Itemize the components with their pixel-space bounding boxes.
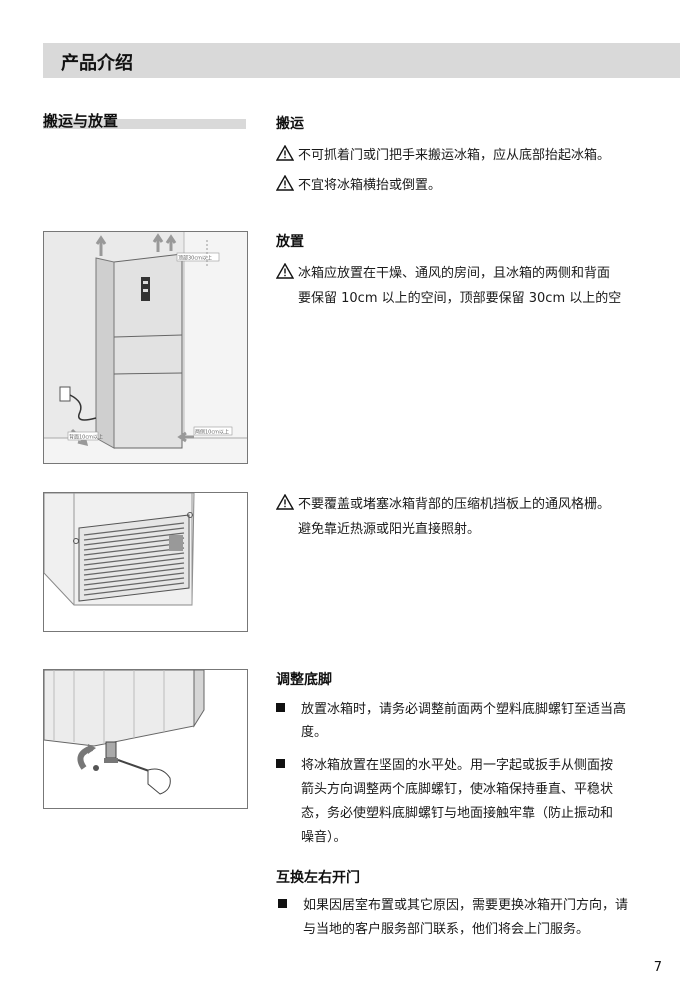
side-heading: 搬运与放置 [43, 110, 118, 131]
feet-bullet-2-line-3: 态，务必使塑料底脚螺钉与地面接触牢靠（防止振动和 [301, 806, 614, 821]
warning-triangle-icon [276, 494, 294, 510]
feet-bullet-2-line-1: 将冰箱放置在坚固的水平处。用一字起或扳手从侧面按 [276, 753, 613, 778]
page-title: 产品介绍 [61, 53, 133, 74]
side-heading-text: 搬运与放置 [43, 112, 119, 130]
feet-bullet-1-line-1: 放置冰箱时，请务必调整前面两个塑料底脚螺钉至适当高 [276, 697, 626, 722]
square-bullet-icon [278, 899, 287, 908]
door-bullet-1-text: 如果因居室布置或其它原因，需要更换冰箱开门方向，请 [303, 898, 629, 913]
placement-heading: 放置 [276, 234, 304, 250]
feet-bullet-2-line-4: 噪音）。 [301, 830, 347, 845]
ventilation-warning-text-1: 不要覆盖或堵塞冰箱背部的压缩机挡板上的通风格栅。 [298, 497, 611, 512]
transport-warning-2: 不宜将冰箱横抬或倒置。 [276, 173, 441, 198]
side-clearance-label: 两侧10cm以上 [195, 429, 229, 436]
feet-bullet-1-text: 放置冰箱时，请务必调整前面两个塑料底脚螺钉至适当高 [301, 702, 627, 717]
warning-triangle-icon [276, 263, 294, 279]
ventilation-warning-line-1: 不要覆盖或堵塞冰箱背部的压缩机挡板上的通风格栅。 [276, 492, 610, 517]
door-bullet-1-line-1: 如果因居室布置或其它原因，需要更换冰箱开门方向，请 [278, 893, 628, 918]
back-grille-figure [43, 492, 248, 632]
side-heading-underline [43, 119, 246, 129]
placement-warning-text-1: 冰箱应放置在干燥、通风的房间，且冰箱的两侧和背面 [298, 266, 611, 281]
door-bullet-1-line-2: 与当地的客户服务部门联系，他们将会上门服务。 [303, 922, 590, 937]
transport-heading: 搬运 [276, 116, 304, 132]
placement-warning-line-1: 冰箱应放置在干燥、通风的房间，且冰箱的两侧和背面 [276, 261, 610, 286]
ventilation-warning-line-2: 避免靠近热源或阳光直接照射。 [298, 522, 481, 537]
back-clearance-label: 背面10cm以上 [69, 434, 103, 441]
warning-triangle-icon [276, 145, 294, 161]
transport-warning-1: 不可抓着门或门把手来搬运冰箱，应从底部抬起冰箱。 [276, 143, 610, 168]
square-bullet-icon [276, 759, 285, 768]
top-clearance-label: 顶部30cm以上 [178, 255, 212, 262]
feet-bullet-2-line-2: 箭头方向调整两个底脚螺钉，使冰箱保持垂直、平稳状 [301, 782, 614, 797]
fridge-placement-figure: 顶部30cm以上 两侧10cm以上 背面10cm以上 [43, 231, 248, 464]
feet-heading: 调整底脚 [276, 672, 332, 688]
door-heading: 互换左右开门 [276, 870, 360, 886]
transport-warning-1-text: 不可抓着门或门把手来搬运冰箱，应从底部抬起冰箱。 [298, 148, 611, 163]
adjust-feet-illustration [44, 670, 247, 808]
placement-warning-line-2: 要保留 10cm 以上的空间，顶部要保留 30cm 以上的空 [298, 291, 622, 306]
page-number: 7 [653, 960, 662, 975]
feet-bullet-1-line-2: 度。 [301, 725, 328, 740]
square-bullet-icon [276, 703, 285, 712]
back-grille-illustration [44, 493, 247, 631]
feet-bullet-2-text: 将冰箱放置在坚固的水平处。用一字起或扳手从侧面按 [301, 758, 614, 773]
adjust-feet-figure [43, 669, 248, 809]
transport-warning-2-text: 不宜将冰箱横抬或倒置。 [298, 178, 442, 193]
section-header-bar: 产品介绍 [43, 43, 680, 78]
fridge-placement-illustration: 顶部30cm以上 两侧10cm以上 背面10cm以上 [44, 232, 247, 463]
warning-triangle-icon [276, 175, 294, 191]
